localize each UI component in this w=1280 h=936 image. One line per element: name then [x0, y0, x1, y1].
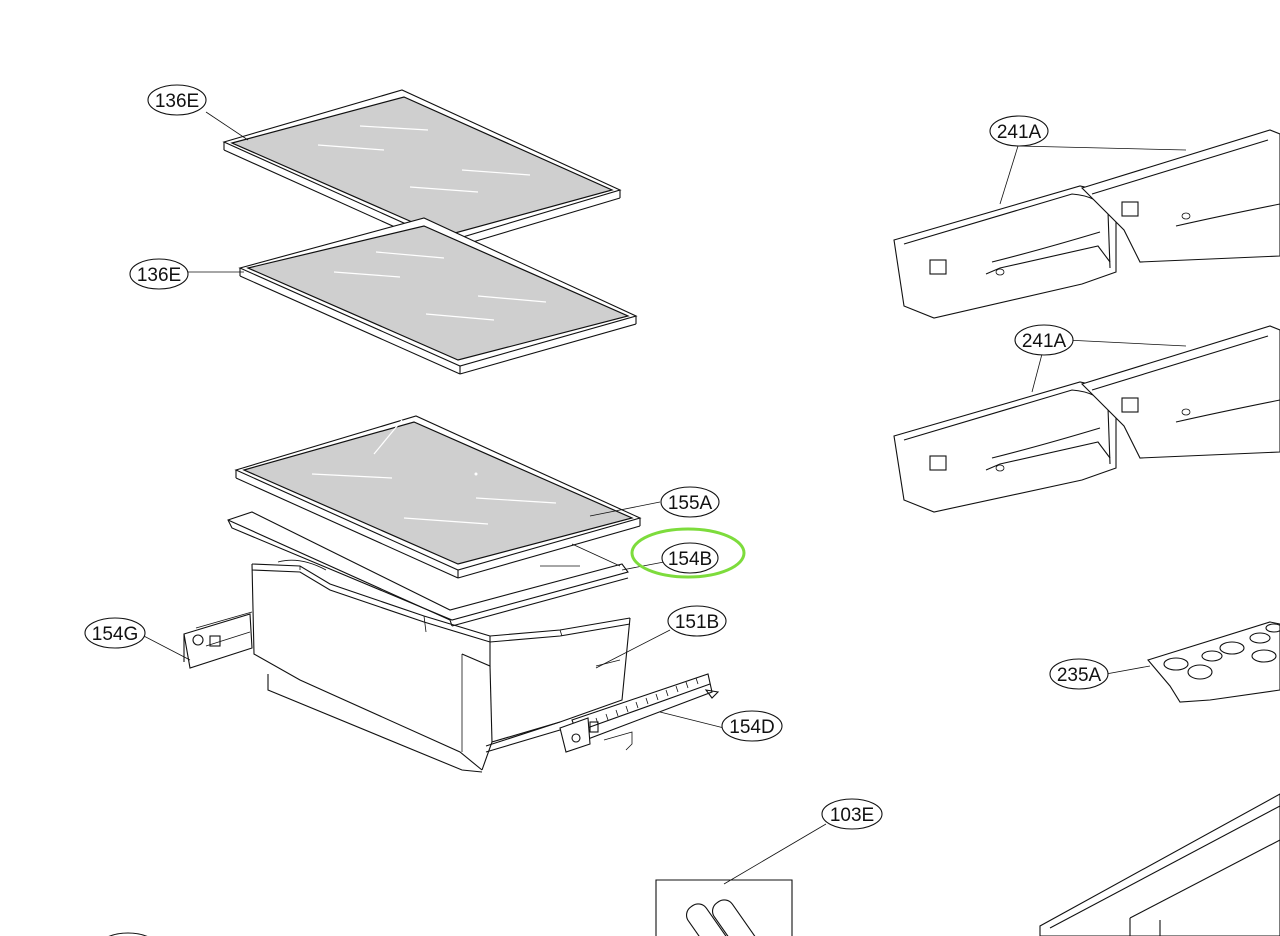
callout-label: 136E	[155, 91, 199, 112]
callout-241a-bottom: 241A	[1014, 324, 1074, 356]
callout-103e: 103E	[821, 798, 883, 830]
callout-label: 241A	[997, 122, 1042, 143]
glass-shelf-lower	[238, 217, 638, 375]
crisper-cover-frame	[227, 511, 629, 627]
callout-label: 155A	[668, 493, 713, 514]
crisper-cover-glass	[234, 415, 642, 579]
callout-235a: 235A	[1049, 658, 1109, 690]
callout-label: 136E	[137, 265, 181, 286]
door-bins-upper	[893, 129, 1280, 319]
callout-label: 151B	[675, 612, 719, 633]
callout-label: 154B	[668, 549, 712, 570]
callout-partial-bottom-left	[108, 932, 148, 936]
callout-label: 154G	[92, 624, 138, 645]
callout-label: 235A	[1057, 665, 1102, 686]
callout-136e-bottom: 136E	[129, 258, 189, 290]
egg-tray	[1147, 621, 1280, 703]
part-103e-box	[655, 879, 793, 936]
right-slide-rail	[485, 673, 720, 753]
callout-136e-top: 136E	[147, 84, 207, 116]
rail-teeth	[595, 677, 699, 725]
left-slide-rail	[183, 611, 253, 669]
door-bins-lower	[893, 325, 1280, 513]
callout-label: 103E	[830, 805, 874, 826]
callout-151b: 151B	[667, 605, 727, 637]
highlight-ring	[630, 527, 746, 579]
callout-label: 154D	[729, 717, 774, 738]
callout-241a-top: 241A	[989, 115, 1049, 147]
glass-shelf-upper	[222, 89, 622, 251]
lower-door-bin	[1039, 793, 1280, 936]
callout-154g: 154G	[84, 617, 146, 649]
callout-155a: 155A	[660, 486, 720, 518]
callout-154b: 154B	[630, 527, 746, 579]
leader-lines	[139, 111, 1187, 885]
callout-154d: 154D	[721, 710, 783, 742]
callout-label: 241A	[1022, 331, 1067, 352]
